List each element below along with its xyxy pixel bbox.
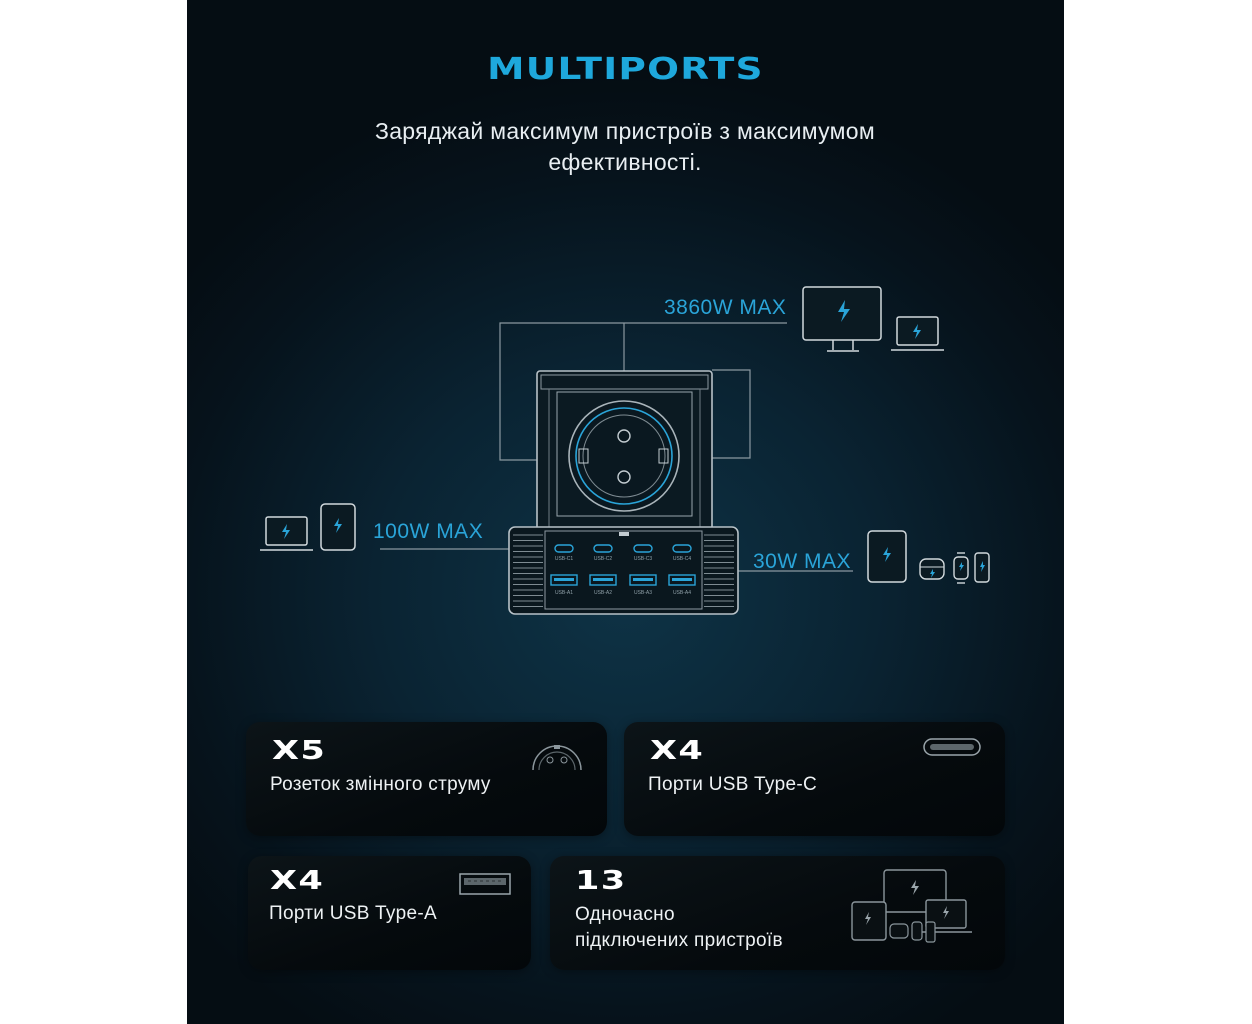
card-text: Порти USB Type-C: [648, 774, 818, 795]
page-subtitle: Заряджай максимум пристроїв з максимумом…: [375, 118, 875, 175]
usb-c-port: [672, 544, 692, 553]
monitor-icon: [802, 286, 882, 352]
usb-a-port-tongue: [554, 578, 574, 581]
usb-c-icon: [923, 738, 981, 756]
usb-a-port-label: USB-A2: [594, 590, 612, 596]
card-usb-a: X4 Порти USB Type-A: [248, 856, 531, 970]
usb-a-port: [589, 574, 617, 586]
usb-a-port-tongue: [593, 578, 613, 581]
usb-a-port: [550, 574, 578, 586]
usb-c-port-label: USB-C3: [634, 556, 653, 562]
devices-icon: [851, 869, 972, 943]
usb-a-port: [668, 574, 696, 586]
usb-c-port-label: USB-C1: [555, 556, 574, 562]
earbuds-icon: [919, 558, 945, 580]
usb-base: USB-C1 USB-C2 USB-C3 USB-C4 USB-A1 USB-A2 USB…: [508, 526, 739, 615]
usb-a-icon: [459, 873, 511, 895]
usb-a-port-label: USB-A4: [673, 590, 691, 596]
card-text-line2: підключених пристроїв: [575, 930, 783, 951]
laptop-icon: [891, 316, 944, 351]
card-count: X4: [270, 866, 325, 896]
label-30w: 30W MAX: [753, 550, 851, 573]
card-count: X4: [650, 736, 705, 766]
usb-a-port-tongue: [672, 578, 692, 581]
connector-lines: [380, 322, 853, 572]
card-simultaneous: 13 Одночасно підключених пристроїв: [550, 856, 1005, 970]
card-text: Порти USB Type-A: [269, 903, 437, 924]
label-3860w: 3860W MAX: [664, 296, 786, 319]
page-title: MULTIPORTS: [487, 52, 764, 87]
usb-c-port-label: USB-C4: [673, 556, 692, 562]
watch-icon: [953, 552, 969, 584]
product-panel: MULTIPORTS Заряджай максимум пристроїв з…: [187, 0, 1064, 1024]
usb-a-port-label: USB-A3: [634, 590, 652, 596]
tablet-left-icon: [320, 503, 356, 551]
usb-c-port: [593, 544, 613, 553]
socket-tower: [536, 370, 713, 532]
usb-c-port: [633, 544, 653, 553]
card-count: 13: [575, 866, 627, 896]
laptop-left-icon: [260, 516, 313, 551]
usb-a-port: [629, 574, 657, 586]
socket-icon: [532, 745, 582, 771]
tablet-right-icon: [867, 530, 907, 583]
label-100w: 100W MAX: [373, 520, 483, 543]
phone-icon: [974, 552, 990, 583]
usb-c-port: [554, 544, 574, 553]
socket-ring: [575, 407, 673, 505]
card-text-line1: Одночасно: [575, 904, 675, 925]
card-count: X5: [272, 736, 327, 766]
usb-c-port-label: USB-C2: [594, 556, 613, 562]
card-ac-sockets: X5 Розеток змінного струму: [246, 722, 607, 836]
card-text: Розеток змінного струму: [270, 774, 491, 795]
usb-a-port-tongue: [633, 578, 653, 581]
card-usb-c: X4 Порти USB Type-C: [624, 722, 1005, 836]
usb-a-port-label: USB-A1: [555, 590, 573, 596]
